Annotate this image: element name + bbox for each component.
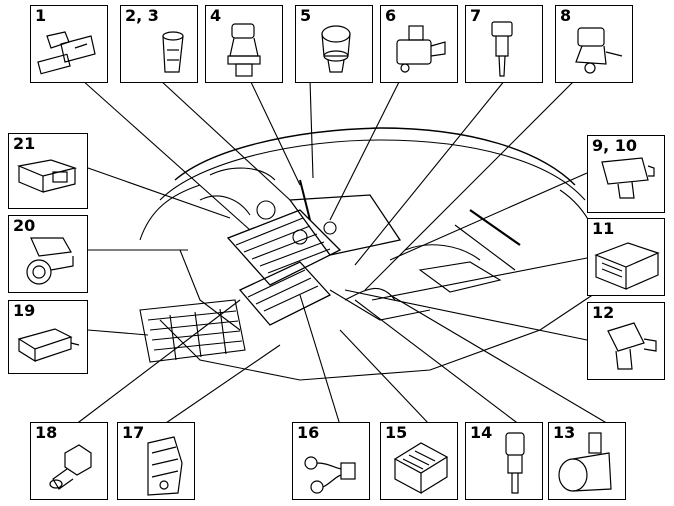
callout-label: 8 (560, 6, 572, 25)
callout-label: 15 (385, 423, 408, 442)
callout-label: 20 (13, 216, 36, 235)
sensor-19-icon (17, 328, 80, 363)
callout-16: 16 (292, 422, 370, 500)
callout-label: 9, 10 (592, 136, 638, 155)
callout-20: 20 (8, 215, 88, 293)
sensor-9-10-icon (601, 157, 655, 199)
sensor-15-icon (393, 442, 449, 495)
sensor-16-icon (304, 456, 356, 494)
sensor-20-icon (26, 237, 74, 285)
callout-label: 11 (592, 219, 615, 238)
sensor-13-icon (558, 432, 612, 492)
sensor-17-icon (147, 436, 183, 496)
sensor-2-3-icon (162, 31, 184, 73)
callout-label: 5 (300, 6, 312, 25)
callout-label: 4 (210, 6, 222, 25)
sensor-21-icon (16, 159, 78, 193)
callout-19: 19 (8, 300, 88, 374)
callout-13: 13 (548, 422, 626, 500)
callout-17: 17 (117, 422, 195, 500)
callout-15: 15 (380, 422, 458, 500)
sensor-11-icon (594, 242, 660, 290)
callout-2-3: 2, 3 (120, 5, 198, 83)
callout-label: 18 (35, 423, 58, 442)
callout-label: 1 (35, 6, 47, 25)
callout-18: 18 (30, 422, 108, 500)
callout-label: 7 (470, 6, 482, 25)
sensor-1-icon (37, 31, 96, 75)
callout-label: 13 (553, 423, 576, 442)
callout-12: 12 (587, 302, 665, 380)
callout-label: 2, 3 (125, 6, 159, 25)
sensor-5-icon (321, 25, 351, 73)
sensor-14-icon (505, 432, 525, 494)
callout-label: 16 (297, 423, 320, 442)
callout-4: 4 (205, 5, 283, 83)
sensor-8-icon (575, 27, 623, 74)
callout-21: 21 (8, 133, 88, 209)
callout-5: 5 (295, 5, 373, 83)
callout-7: 7 (465, 5, 543, 83)
sensor-18-icon (49, 444, 92, 490)
sensor-7-icon (491, 21, 513, 77)
callout-label: 14 (470, 423, 493, 442)
callout-8: 8 (555, 5, 633, 83)
callout-11: 11 (587, 218, 665, 296)
callout-label: 21 (13, 134, 36, 153)
callout-label: 12 (592, 303, 615, 322)
callout-label: 19 (13, 301, 36, 320)
callout-14: 14 (465, 422, 543, 500)
sensor-6-icon (396, 25, 446, 73)
sensor-12-icon (607, 322, 657, 370)
callout-6: 6 (380, 5, 458, 83)
callout-label: 17 (122, 423, 145, 442)
callout-1: 1 (30, 5, 108, 83)
callout-label: 6 (385, 6, 397, 25)
sensor-4-icon (227, 23, 261, 77)
callout-9-10: 9, 10 (587, 135, 665, 213)
